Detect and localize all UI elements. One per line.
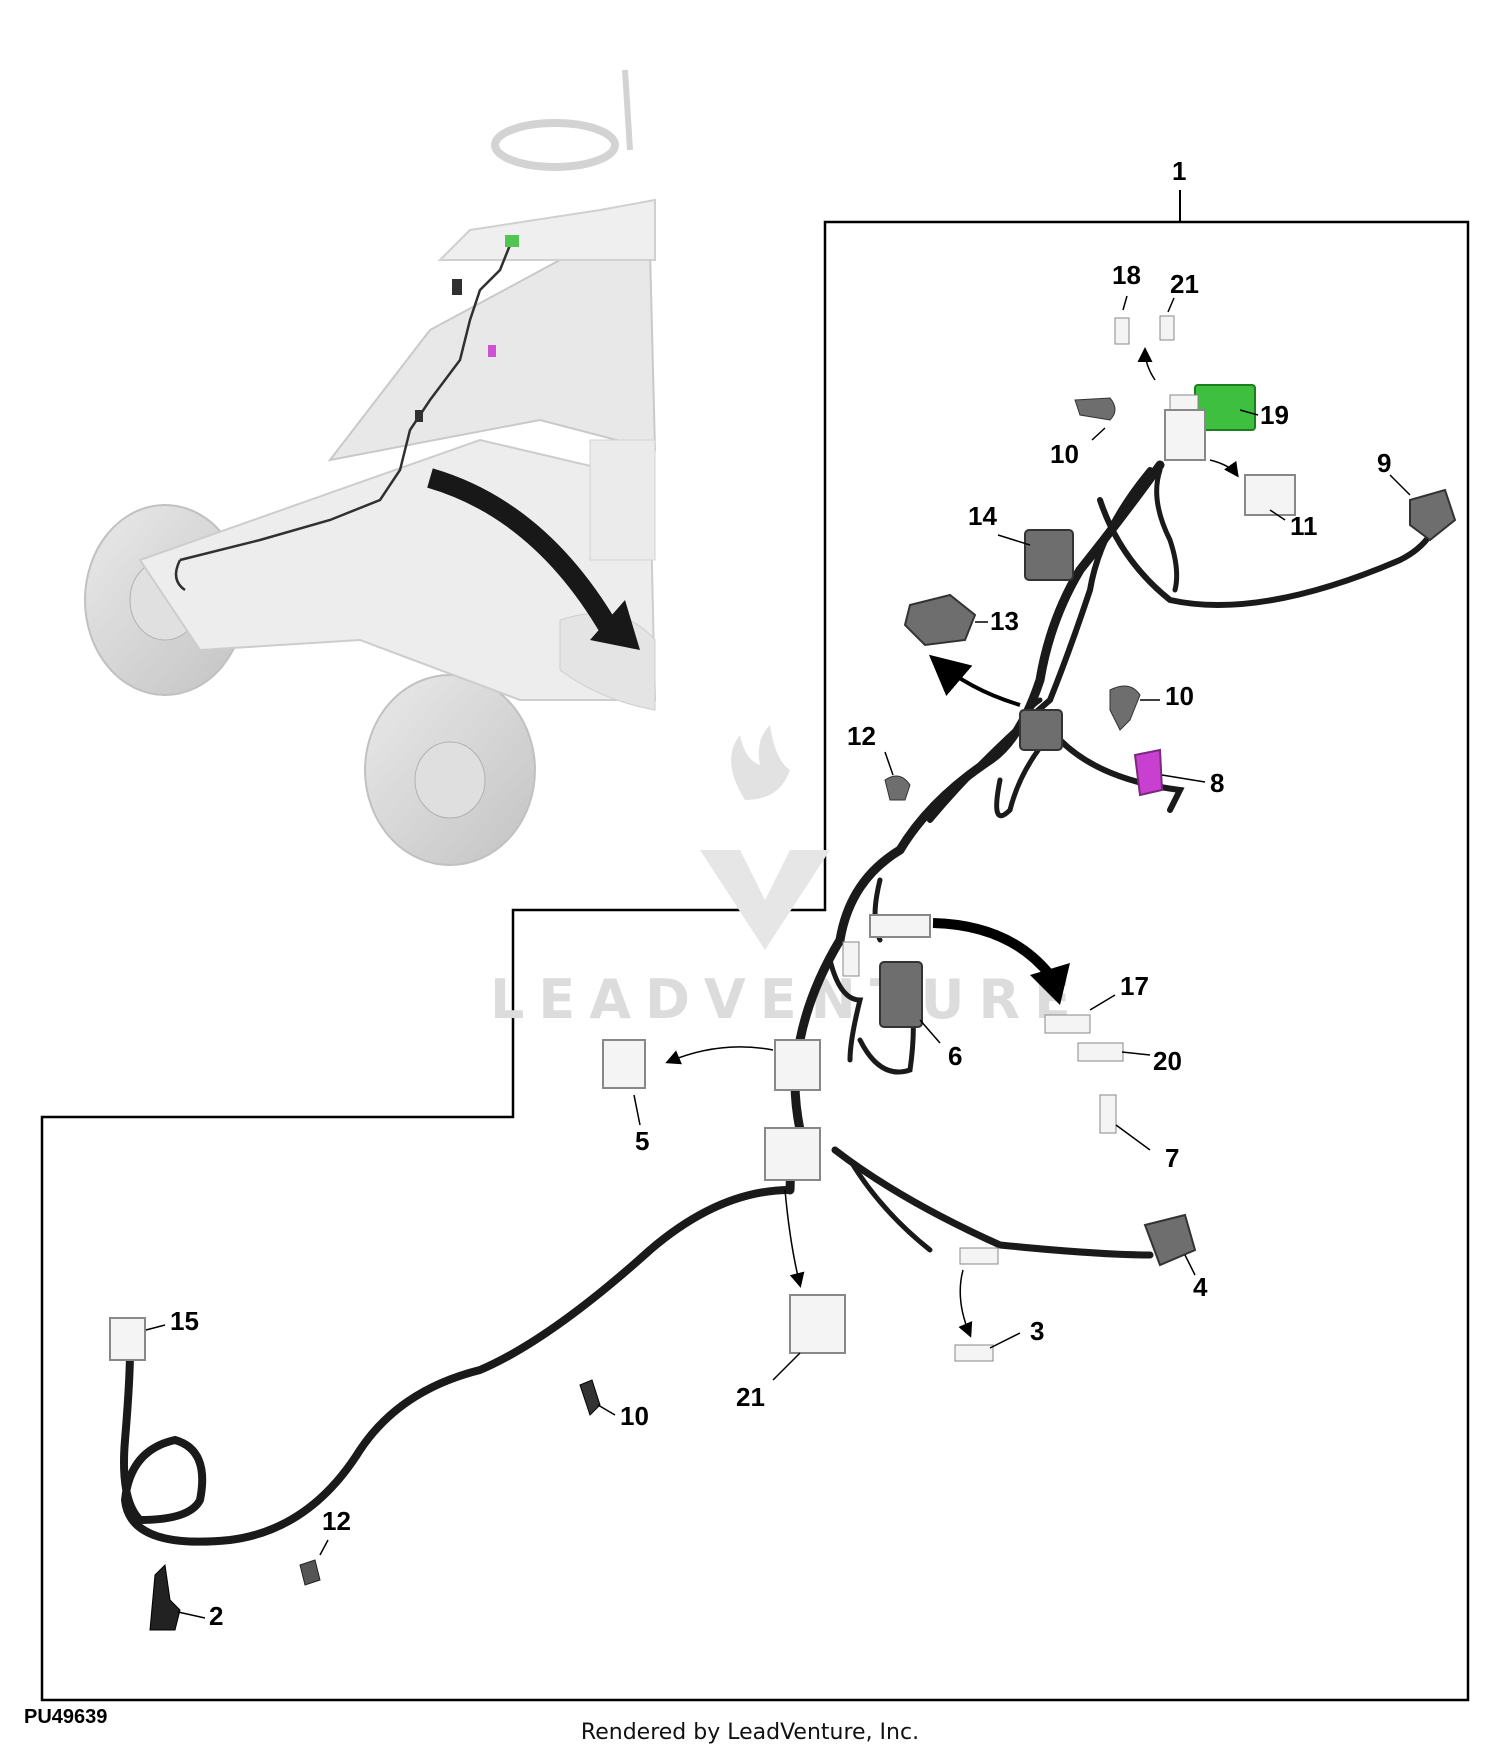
callout-21-lower: 21 <box>736 1382 765 1412</box>
callout-20: 20 <box>1153 1046 1182 1076</box>
render-credit: Rendered by LeadVenture, Inc. <box>580 1720 920 1745</box>
callout-2: 2 <box>209 1601 223 1631</box>
relay-14 <box>1024 529 1074 581</box>
connector-5-on-harness <box>774 1039 821 1091</box>
connector-4 <box>1143 1213 1197 1267</box>
figure-id: PU49639 <box>24 1706 108 1728</box>
callout-3: 3 <box>1030 1316 1044 1346</box>
clip-8 <box>1133 748 1164 797</box>
large-arrowhead-icon <box>1030 963 1070 1005</box>
callout-11: 11 <box>1290 511 1318 541</box>
callout-5: 5 <box>635 1126 649 1156</box>
callout-4: 4 <box>1193 1272 1208 1302</box>
callout-9: 9 <box>1377 448 1391 478</box>
callout-6: 6 <box>948 1041 962 1071</box>
callout-labels: 1 2 3 4 5 6 7 8 9 10 10 10 11 12 12 13 1… <box>170 156 1391 1631</box>
callout-15: 15 <box>170 1306 199 1336</box>
callout-14: 14 <box>968 501 997 531</box>
callout-18: 18 <box>1112 260 1141 290</box>
harness-frame <box>40 220 1470 1702</box>
connector-21-lower <box>789 1294 846 1354</box>
callout-12-lower: 12 <box>322 1506 351 1536</box>
wiring-harness <box>120 460 1433 1546</box>
terminal-7 <box>1099 1094 1117 1134</box>
connector-15 <box>109 1317 146 1361</box>
connector-9 <box>1409 488 1457 542</box>
connector-11 <box>1164 409 1296 516</box>
callout-10-mid: 10 <box>1165 681 1194 711</box>
relay-socket-13 <box>903 593 977 647</box>
bracket-2 <box>149 1563 181 1631</box>
watermark-text: LEADVENTURE <box>490 968 1085 1031</box>
callout-10-lower: 10 <box>620 1401 649 1431</box>
callout-17: 17 <box>1120 971 1149 1001</box>
callout-19: 19 <box>1260 400 1289 430</box>
terminal-3-on-harness <box>959 1247 999 1265</box>
large-curved-arrow-icon <box>932 918 1054 979</box>
clip-12-upper <box>884 775 911 801</box>
clip-10-mid <box>1109 685 1141 731</box>
callout-7: 7 <box>1165 1143 1179 1173</box>
watermark: LEADVENTURE <box>490 725 1085 1031</box>
leader-lines <box>145 295 1411 1619</box>
callout-12-upper: 12 <box>847 721 876 751</box>
callout-13: 13 <box>990 606 1019 636</box>
tractor-overview-illustration <box>84 69 657 866</box>
callout-8: 8 <box>1210 768 1224 798</box>
connector-21-on-harness <box>764 1127 821 1181</box>
callout-10-upper: 10 <box>1050 439 1079 469</box>
terminal-3 <box>954 1344 994 1362</box>
clip-10-lower <box>579 1379 601 1416</box>
terminal-17 <box>1044 1014 1091 1034</box>
connector-6 <box>879 961 923 1028</box>
terminal-20 <box>1077 1042 1124 1062</box>
terminals-18-21 <box>1114 315 1175 345</box>
callout-21-upper: 21 <box>1170 269 1199 299</box>
callout-1: 1 <box>1172 156 1186 186</box>
connector-5 <box>602 1039 646 1089</box>
clip-10-upper <box>1074 397 1116 421</box>
inset-arrow-icon <box>590 600 640 650</box>
connector-17-20-on-harness <box>842 914 931 977</box>
clip-12-lower <box>299 1559 321 1586</box>
relay-on-harness <box>1019 709 1063 751</box>
